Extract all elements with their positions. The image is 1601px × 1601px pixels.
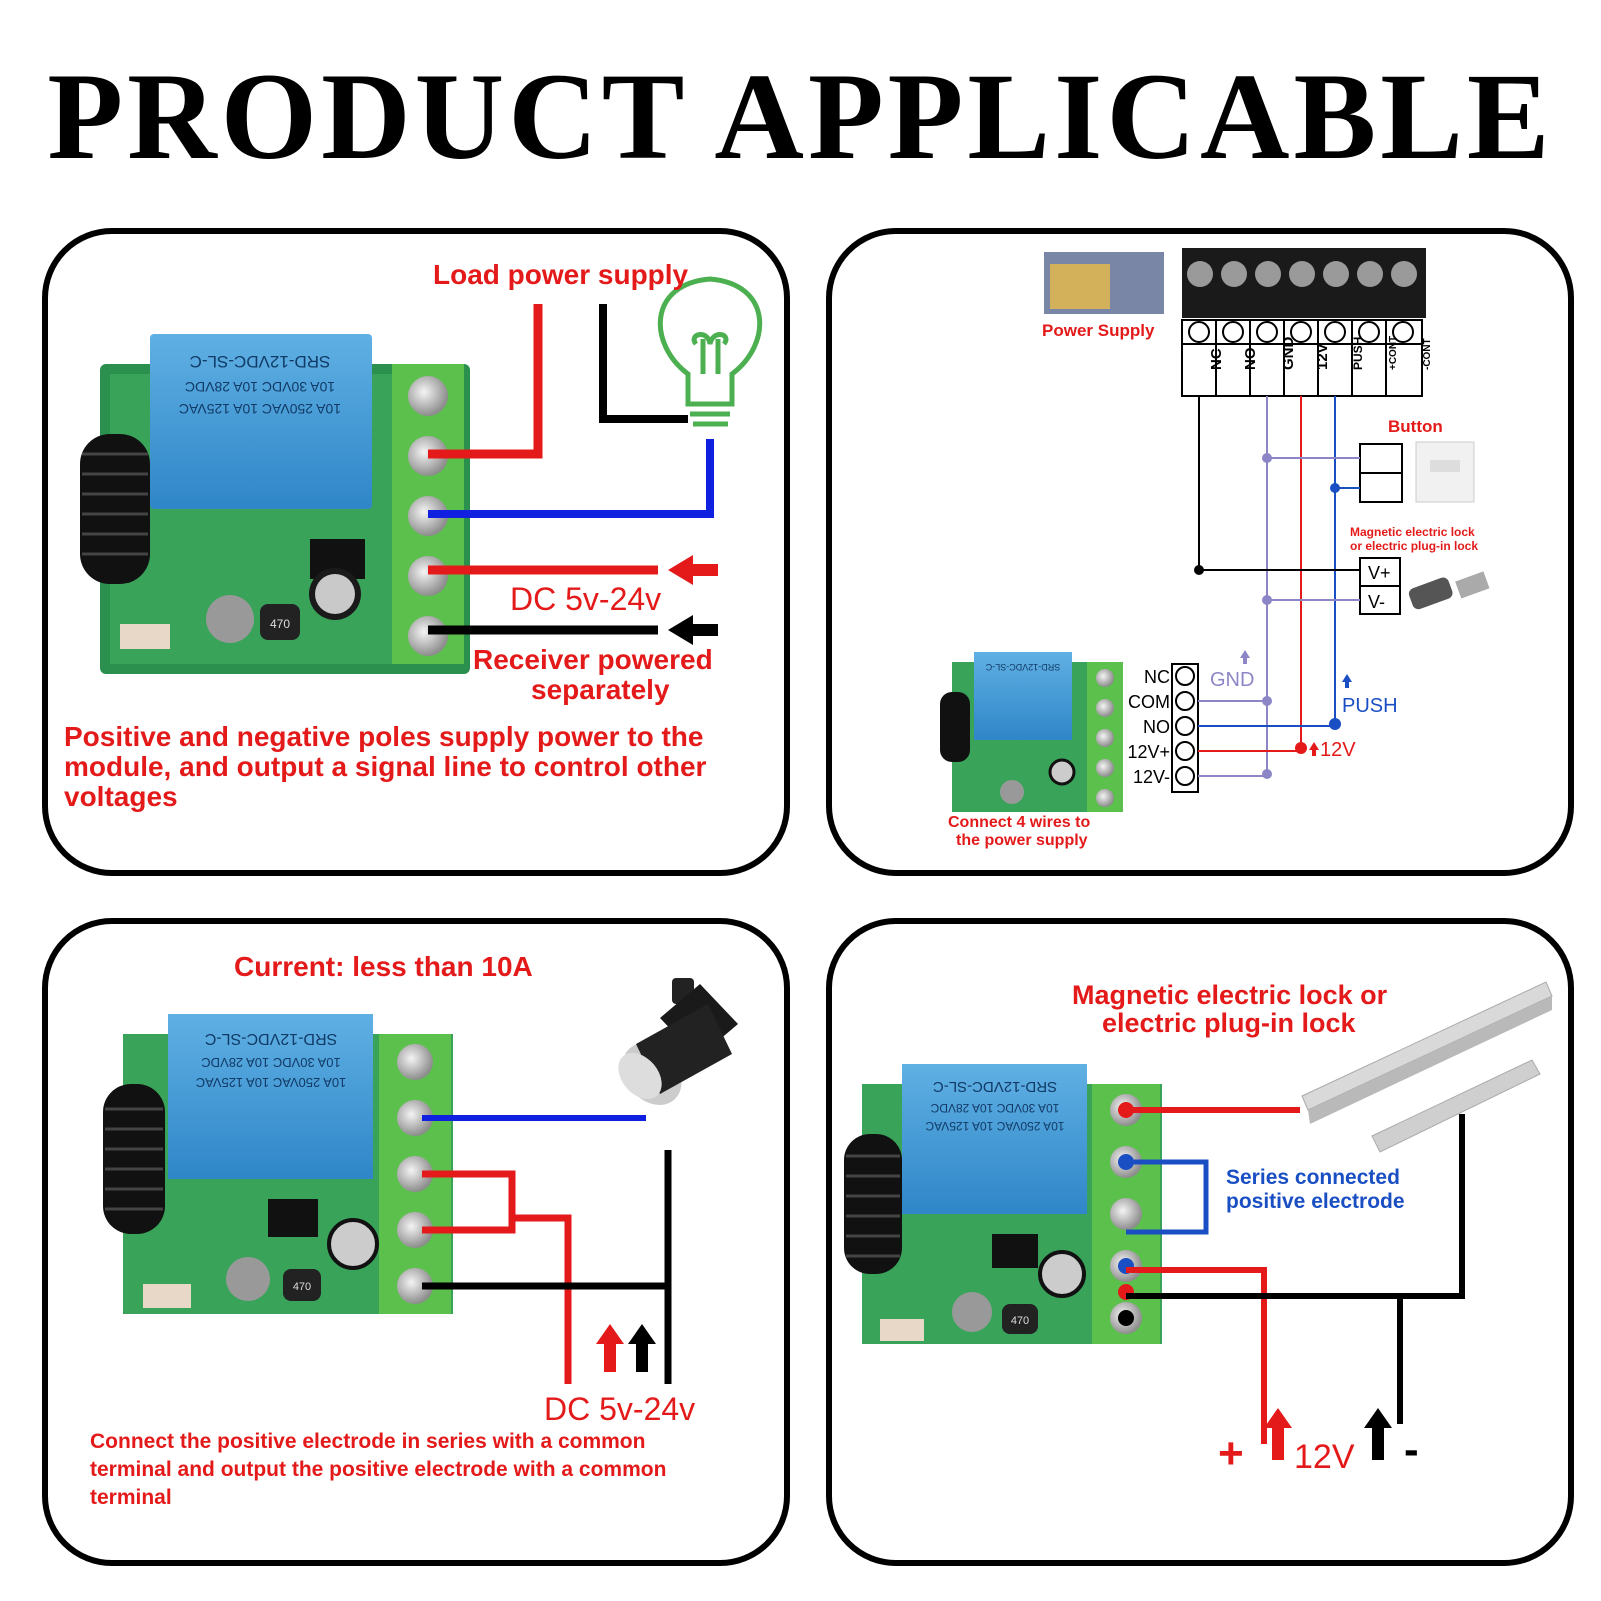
svg-text:10A 250VAC 10A 125VAC: 10A 250VAC 10A 125VAC: [196, 1075, 347, 1090]
arrow-red-up-icon: [1264, 1408, 1292, 1460]
black-wire-load: [599, 304, 688, 423]
terminal-push: PUSH: [1351, 337, 1365, 370]
series-label-1: Series connected: [1226, 1166, 1400, 1189]
svg-text:470: 470: [270, 617, 290, 631]
svg-text:10A 30VDC 10A 28VDC: 10A 30VDC 10A 28VDC: [930, 1101, 1059, 1115]
magnetic-lock-image: [1301, 981, 1553, 1153]
receiver-label-1: Receiver powered: [473, 644, 713, 675]
panel-access-control-wiring: Power Supply NC NO GND 12V PUSH +CONT -C…: [826, 228, 1574, 876]
dc-voltage-label: DC 5v-24v: [510, 581, 661, 617]
spotlight-icon: [618, 978, 738, 1105]
svg-text:V+: V+: [1368, 563, 1391, 583]
inductor: [260, 604, 300, 640]
terminal-12v: 12V: [1314, 343, 1331, 370]
description-line-2: module, and output a signal line to cont…: [64, 751, 707, 782]
push-label: PUSH: [1342, 695, 1398, 717]
12v-arrow-icon: [1309, 742, 1319, 756]
svg-text:10A 250VAC 10A 125VAC: 10A 250VAC 10A 125VAC: [925, 1119, 1064, 1133]
svg-text:SRD-12VDC-SL-C: SRD-12VDC-SL-C: [190, 352, 331, 371]
relay-module: SRD-12VDC-SL-C 10A 30VDC 10A 28VDC 10A 2…: [844, 1064, 1162, 1344]
power-supply-label: Power Supply: [1042, 321, 1155, 340]
description-line-3: terminal: [90, 1486, 172, 1509]
svg-text:10A 30VDC 10A 28VDC: 10A 30VDC 10A 28VDC: [185, 379, 335, 395]
button-switch: [120, 624, 170, 649]
svg-text:SRD-12VDC-SL-C: SRD-12VDC-SL-C: [933, 1078, 1057, 1095]
panel-load-power-supply: SRD-12VDC-SL-C 10A 30VDC 10A 28VDC 10A 2…: [42, 228, 790, 876]
description-line-3: voltages: [64, 781, 178, 812]
terminal-gnd: GND: [1280, 337, 1297, 371]
svg-text:V-: V-: [1368, 592, 1385, 612]
svg-text:COM: COM: [1128, 692, 1170, 712]
svg-text:NC: NC: [1144, 667, 1170, 687]
minus-label: -: [1404, 1425, 1419, 1474]
lock-label-2: or electric plug-in lock: [1350, 539, 1478, 553]
light-bulb-icon: [657, 276, 763, 427]
current-label: Current: less than 10A: [234, 951, 533, 982]
connect-label-2: the power supply: [956, 832, 1088, 849]
description-line-1: Positive and negative poles supply power…: [64, 721, 703, 752]
receiver-label-2: separately: [531, 674, 670, 705]
12v-label: 12V: [1320, 739, 1356, 761]
terminal-screws: [1187, 261, 1417, 287]
terminal-nc: NC: [1208, 348, 1225, 370]
capacitor-2: [206, 595, 254, 643]
12v-label: 12V: [1294, 1438, 1355, 1476]
gnd-arrow-icon: [1240, 650, 1250, 664]
dc-voltage-label: DC 5v-24v: [544, 1391, 695, 1427]
svg-text:10A 30VDC 10A 28VDC: 10A 30VDC 10A 28VDC: [201, 1055, 340, 1070]
red-wire-positive: [1126, 1267, 1267, 1444]
svg-text:NO: NO: [1143, 717, 1170, 737]
relay-module: SRD-12VDC-SL-C 10A 30VDC 10A 28VDC 10A 2…: [103, 1014, 453, 1314]
terminal-no: NO: [1242, 347, 1259, 370]
lock-label-2: electric plug-in lock: [1102, 1008, 1357, 1038]
terminal-circle-icons: [1188, 321, 1414, 343]
relay-module: SRD-12VDC-SL-C 10A 30VDC 10A 28VDC 10A 2…: [80, 334, 470, 674]
lock-label-1: Magnetic electric lock: [1350, 525, 1475, 539]
arrow-red-up-icon: [596, 1324, 624, 1372]
page-title: PRODUCT APPLICABLE: [47, 48, 1554, 185]
black-wire-lock: [1126, 1114, 1465, 1299]
load-power-supply-label: Load power supply: [433, 259, 689, 290]
blue-wire-load: [428, 439, 714, 518]
lock-image: [1408, 577, 1453, 610]
plus-label: +: [1218, 1429, 1244, 1478]
relay-body: [150, 334, 372, 509]
panel-current-limit: Current: less than 10A SRD-12VDC-SL-C 10…: [42, 918, 790, 1566]
arrow-black-up-icon: [628, 1324, 656, 1372]
description-line-2: terminal and output the positive electro…: [90, 1458, 666, 1481]
terminal-plus-cont: +CONT: [1388, 336, 1399, 370]
svg-text:12V-: 12V-: [1133, 767, 1170, 787]
red-wire-load: [428, 304, 543, 459]
description-line-1: Connect the positive electrode in series…: [90, 1430, 645, 1453]
arrow-black-up-icon: [1364, 1408, 1392, 1460]
gnd-label: GND: [1210, 669, 1254, 691]
svg-text:12V+: 12V+: [1127, 742, 1170, 762]
arrow-black-icon: [668, 615, 718, 645]
terminal-minus-cont: -CONT: [1422, 338, 1433, 370]
push-arrow-icon: [1342, 674, 1352, 688]
red-wire-b: [422, 1218, 516, 1234]
screw-terminals: [408, 376, 448, 656]
svg-text:470: 470: [1011, 1315, 1029, 1327]
svg-text:470: 470: [293, 1281, 311, 1293]
arrow-red-icon: [668, 555, 718, 585]
series-label-2: positive electrode: [1226, 1190, 1405, 1213]
blue-series-wire: [1126, 1159, 1209, 1235]
svg-text:SRD-12VDC-SL-C: SRD-12VDC-SL-C: [985, 662, 1060, 672]
svg-text:SRD-12VDC-SL-C: SRD-12VDC-SL-C: [205, 1030, 337, 1047]
panel-magnetic-lock: Magnetic electric lock or electric plug-…: [826, 918, 1574, 1566]
svg-text:10A 250VAC 10A 125VAC: 10A 250VAC 10A 125VAC: [179, 401, 341, 417]
antenna-coil: [80, 434, 150, 584]
terminal-table: [1181, 319, 1423, 397]
button-label: Button: [1388, 417, 1443, 436]
connect-label-1: Connect 4 wires to: [948, 814, 1090, 831]
relay-module-small: SRD-12VDC-SL-C: [940, 652, 1123, 812]
lock-label-1: Magnetic electric lock or: [1072, 980, 1388, 1010]
